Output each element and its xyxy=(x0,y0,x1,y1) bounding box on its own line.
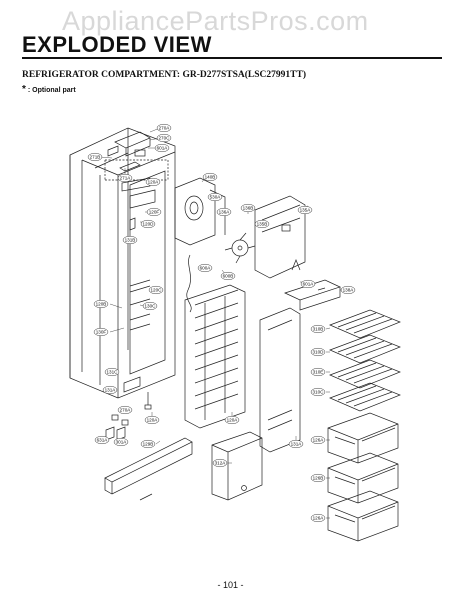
part-label: 270A xyxy=(159,126,171,131)
evaporator-cover xyxy=(254,195,306,279)
part-label: 301A xyxy=(116,440,128,445)
top-vent-assembly xyxy=(104,131,169,209)
part-label: 131A xyxy=(291,442,303,447)
watermark: AppliancePartsPros.com xyxy=(62,6,369,36)
extra-part-labels xyxy=(102,235,138,395)
fan-shroud xyxy=(174,177,226,246)
part-label: 120C xyxy=(151,288,163,293)
shelves xyxy=(329,309,401,412)
part-label: 312A xyxy=(215,461,227,466)
baskets xyxy=(327,412,399,542)
part-label: 129B xyxy=(143,442,154,447)
part-labels: 270A 270C 601A 271B 271A 120A 120F 120D … xyxy=(90,126,355,521)
part-label: 600B xyxy=(223,274,234,279)
fan-blade xyxy=(224,232,256,264)
part-label: 126A xyxy=(313,438,325,443)
rear-panel xyxy=(259,307,301,453)
part-label: 136A xyxy=(219,210,231,215)
part-label: 310D xyxy=(313,350,325,355)
bottom-rail xyxy=(104,437,193,501)
part-label: 131A xyxy=(105,388,117,393)
part-label: 601A xyxy=(157,146,169,151)
part-label: 600A xyxy=(200,266,212,271)
part-label: 530A xyxy=(210,195,222,200)
title-divider xyxy=(22,57,442,59)
cabinet-outline xyxy=(69,127,176,399)
part-label: 140B xyxy=(205,175,216,180)
part-label: 138A xyxy=(343,288,355,293)
optional-note-text: : Optional part xyxy=(25,87,76,94)
part-label: 310E xyxy=(313,370,324,375)
part-label: 310C xyxy=(313,390,325,395)
part-label: 120A xyxy=(147,418,159,423)
part-label: 135B xyxy=(257,222,268,227)
part-label: 271A xyxy=(120,176,132,181)
part-label: 601A xyxy=(303,282,315,287)
part-label: 310B xyxy=(313,327,324,332)
part-label: 270C xyxy=(159,136,171,141)
part-label: 131B xyxy=(125,238,136,243)
drain-trough xyxy=(211,431,263,501)
part-label: 120A xyxy=(227,418,239,423)
cabinet-rails xyxy=(123,217,151,393)
part-label: 631A xyxy=(97,438,109,443)
part-label: 136B xyxy=(243,206,254,211)
part-label-circles xyxy=(87,123,356,523)
part-label: 126B xyxy=(313,476,324,481)
page-title: EXPLODED VIEW xyxy=(22,32,212,57)
wire-harness xyxy=(186,254,192,313)
part-label: 135A xyxy=(300,208,312,213)
part-label: 130F xyxy=(96,330,107,335)
evaporator-coil xyxy=(184,284,246,429)
part-label: 131C xyxy=(107,370,119,375)
part-label: 120B xyxy=(96,302,107,307)
part-label: 130C xyxy=(145,304,157,309)
part-label: 120D xyxy=(143,222,155,227)
optional-part-note: * : Optional part xyxy=(22,84,76,95)
part-label: 270A xyxy=(120,408,132,413)
part-label: 120F xyxy=(149,210,160,215)
part-label: 271B xyxy=(90,155,101,160)
part-label: 120A xyxy=(148,180,160,185)
part-label: 126A xyxy=(313,516,325,521)
optional-symbol: * xyxy=(22,84,26,95)
page-number: - 101 - xyxy=(217,580,244,590)
small-parts xyxy=(105,392,152,441)
compartment-subtitle: REFRIGERATOR COMPARTMENT: GR-D277STSA(LS… xyxy=(22,70,306,80)
